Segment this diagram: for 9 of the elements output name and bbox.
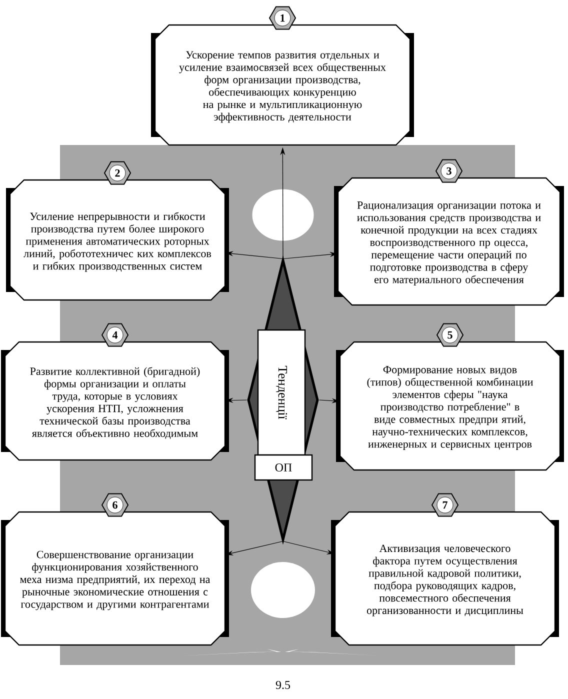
label-box: ОП	[254, 454, 313, 481]
text-box: Усиление непрерывности и гибкости производства путем более широкого применения автоматических роторных линий, робототехничес ких комплексов и гибких производственных систем	[6, 179, 229, 301]
figure-number: 9.5	[276, 680, 290, 690]
text-box: Формирование новых видов (типов) общественной комбинации элементов сферы "наука производство потребление" в виде совместных предпри ятий, научно-технических комплексов, инженерных и сервисных центров	[336, 341, 564, 471]
text-box: Рационализация организации потока и использования средств производства и конечной продукции на всех стадиях воспроизводственного пр оцесса, перемещение части операций по подготовке производства в сферу его материального обеспечения	[334, 177, 564, 306]
text-box: Совершенствование организации функционирования хозяйственного меха низма предприятий, их переход на рыночные экономические отношения с государством и другими контрагентами	[1, 511, 229, 646]
text-box: Ускорение темпов развития отдельных и усиление взаимосвязей всех общественных форм организации производства, обеспечивающих конкуренцию на рынке и мультипликационную эффективность деятельности	[151, 24, 414, 146]
text-box: Активизация человеческого фактора путем осуществления правильной кадровой политики, подбора руководящих кадров, повсеместного обеспечения организованности и дисциплины	[331, 511, 559, 646]
text-box: Развитие коллективной (бригадной) формы организации и оплаты труда, которые в условиях ускорения НТП, усложнения технической базы производства является объективно необходимым	[1, 341, 229, 461]
